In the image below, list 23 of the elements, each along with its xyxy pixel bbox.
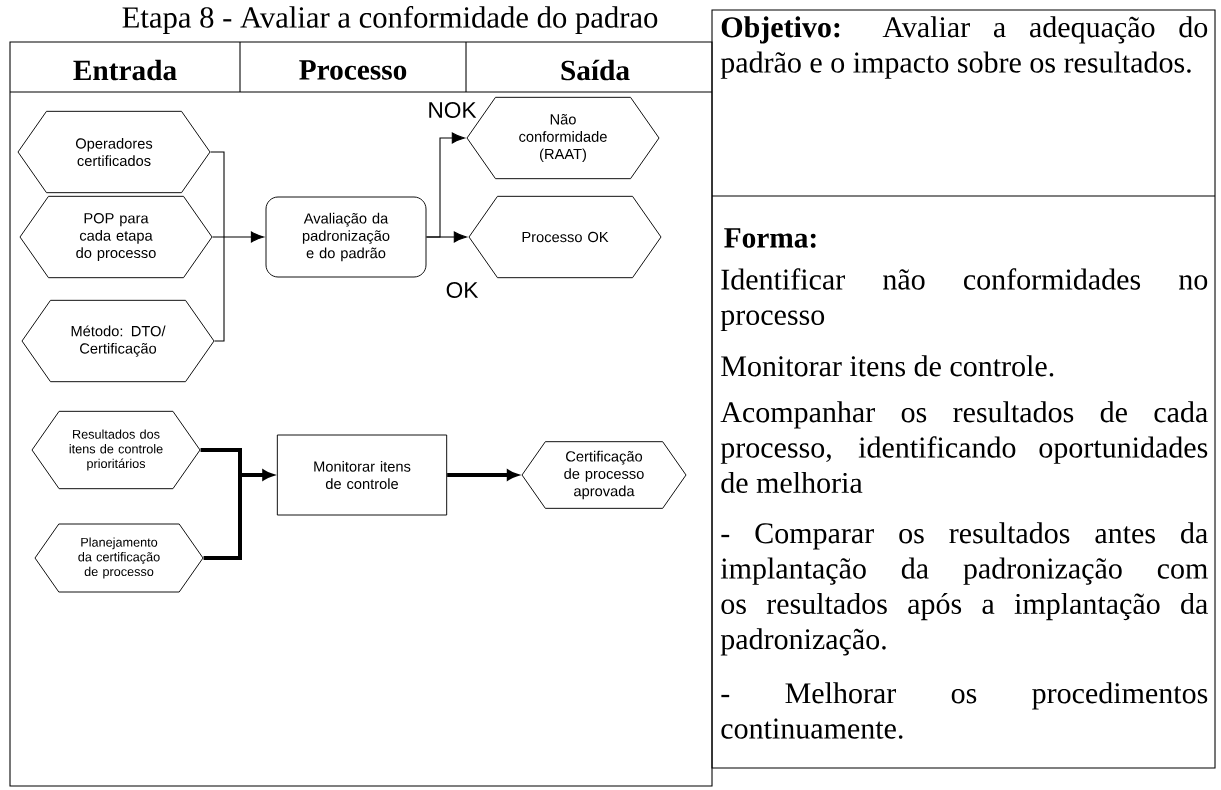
hexagon-node: Certificação de processo aprovada: [521, 441, 687, 509]
body-paragraph: - Melhorar os procedimentos continuamente.: [721, 682, 1208, 739]
section-heading: Forma:: [724, 228, 816, 248]
hexagon-node: Processo OK: [468, 195, 662, 279]
body-paragraph: Monitorar itens de controle.: [721, 355, 1054, 377]
process-box: Avaliação da padronização e do padrão: [265, 196, 427, 278]
hexagon-node: Método: DTO/ Certificação: [21, 299, 215, 383]
arrow: [210, 151, 265, 342]
title: Etapa 8 - Avaliar a conformidade do padrao: [122, 5, 658, 35]
body-paragraph: Acompanhar os resultados de cada processo, identificando oportunidades de melhoria: [720, 401, 1208, 494]
objective-text: Objetivo: Avaliar a adequação do padrão e o impacto sobre os resultados.: [720, 16, 1208, 79]
body-paragraph: - Comparar os resultados antes da implantação da padronização com os resultados após a implantação da padronização.: [720, 522, 1208, 656]
hexagon-node: Operadores certificados: [17, 110, 211, 194]
body-paragraph: Identificar não conformidades no processo: [720, 268, 1208, 332]
edge-label: OK: [444, 280, 480, 300]
arrow: [198, 448, 274, 560]
hexagon-node: Resultados dos itens de controle prioritários: [31, 410, 201, 490]
column-header: Entrada: [73, 59, 177, 81]
column-header: Processo: [299, 60, 407, 80]
process-box: Monitorar itens de controle: [276, 434, 448, 516]
hexagon-node: Planejamento da certificação de processo: [34, 523, 204, 593]
arrow: [425, 231, 467, 243]
hexagon-node: POP para cada etapa do processo: [19, 195, 213, 279]
